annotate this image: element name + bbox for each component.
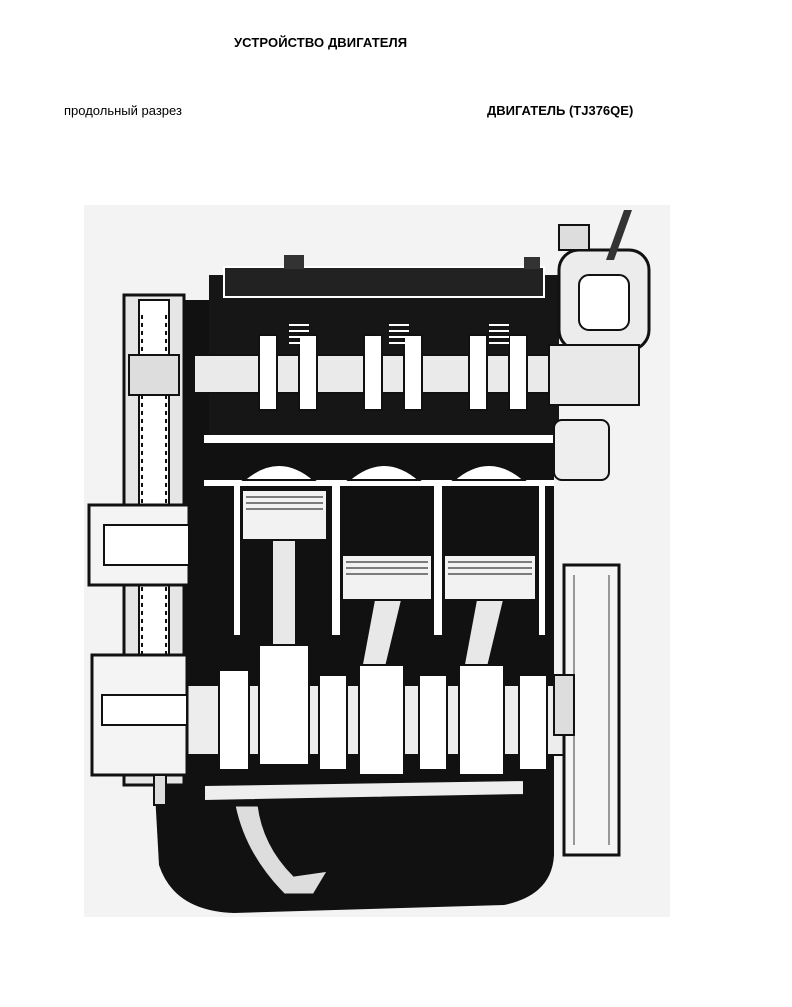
piston-3 (443, 554, 537, 676)
drain-plug (153, 774, 167, 806)
thermostat-housing (553, 419, 610, 481)
oil-pan-baffle (203, 778, 525, 803)
camshaft-rear-housing (548, 344, 640, 406)
crank-webs (218, 644, 548, 776)
cam-sprocket (128, 354, 180, 396)
crank-pulley-bolt (101, 694, 188, 726)
distributor (557, 210, 651, 352)
oil-pickup (232, 803, 332, 897)
valve-springs (289, 324, 509, 344)
section-label: продольный разрез (64, 103, 182, 118)
deck-line (204, 480, 554, 486)
valve-cover (223, 266, 545, 298)
engine-model-label: ДВИГАТЕЛЬ (TJ376QE) (487, 103, 634, 118)
engine-section-drawing (84, 205, 670, 917)
cylinder-walls (234, 485, 545, 635)
cam-lobes (258, 334, 528, 411)
piston-2 (341, 554, 433, 676)
piston-1 (241, 489, 328, 651)
combustion-chambers (241, 464, 527, 481)
water-pump-hub (103, 524, 190, 566)
connecting-rod-1 (271, 539, 297, 651)
head-bolt-left (284, 255, 304, 269)
head-gasket (204, 435, 554, 443)
head-bolt-right (524, 257, 540, 269)
page-title: УСТРОЙСТВО ДВИГАТЕЛЯ (234, 35, 408, 50)
rear-main-seal (553, 674, 575, 736)
